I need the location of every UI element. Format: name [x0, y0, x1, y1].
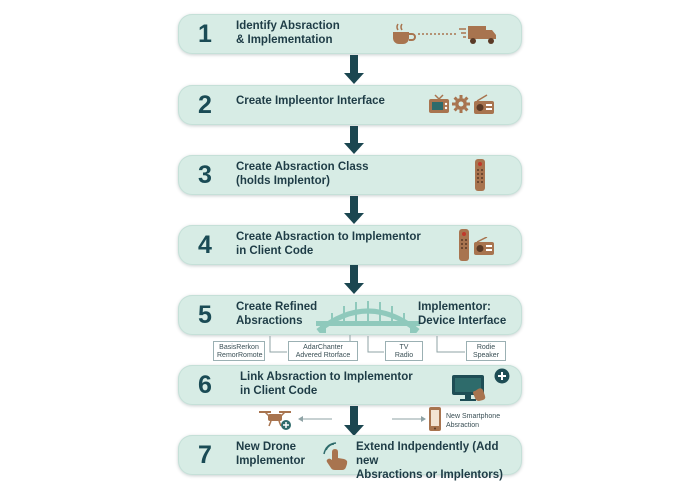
implementor-label: Implementor: Device Interface	[418, 301, 507, 327]
step-2: 2 Create Impleentor Interface	[178, 85, 522, 125]
step-1: 1 Identify Absraction & Implementation	[178, 14, 522, 54]
step-label: Create Impleentor Interface	[236, 95, 385, 107]
sub-box-speaker: Rodie Speaker	[466, 341, 506, 361]
step-number: 2	[198, 91, 212, 119]
step-7: 7 New Drone Implementor Extend Indpenden…	[178, 435, 522, 481]
step-label: Create Refined Absractions	[236, 301, 318, 327]
monitor-touch-icon	[452, 375, 486, 401]
radio-icon	[474, 94, 494, 114]
step-number: 3	[198, 161, 212, 189]
sub-box-tv-radio: TV Radio	[385, 341, 423, 361]
step-label: Create Absraction Class (holds Implentor…	[236, 161, 369, 187]
step-3: 3 Create Absraction Class (holds Implent…	[178, 155, 522, 195]
remote-control-icon	[475, 159, 485, 191]
step-label: Create Absraction to Implementor in Clie…	[236, 231, 421, 257]
down-arrow	[344, 55, 364, 85]
bridge-icon	[316, 301, 420, 333]
sub-box-abstractions: BasisRerkon RemorRomote	[213, 341, 265, 361]
sub-box-advanced: AdarChanter Advered Rtorface	[288, 341, 358, 361]
down-arrow	[344, 265, 364, 295]
remote-control-icon	[459, 229, 469, 261]
right-arrow-line	[392, 416, 426, 422]
gear-icon	[452, 95, 470, 113]
down-arrow	[344, 196, 364, 224]
radio-icon	[474, 237, 494, 255]
smartphone-annotation: New Smartphone Absraction	[446, 413, 501, 429]
extend-label: Extend Indpendently (Add new Absractions…	[356, 441, 503, 481]
down-arrow	[344, 126, 364, 154]
hand-touch-icon	[323, 442, 348, 470]
step-number: 4	[198, 231, 212, 259]
down-arrow	[344, 406, 364, 436]
left-arrow-line	[298, 416, 332, 422]
step-label: Link Absraction to Implementor in Client…	[240, 371, 413, 397]
step-label: New Drone Implementor	[236, 441, 306, 467]
step-number: 5	[198, 301, 212, 329]
drone-icon	[259, 411, 291, 430]
step-5: 5 Create Refined Absractions Implementor…	[178, 295, 522, 335]
step-6: 6 Link Absraction to Implementor in Clie…	[178, 365, 522, 405]
smartphone-icon	[429, 407, 441, 431]
delivery-truck-icon	[459, 26, 496, 44]
coffee-cup-icon	[393, 23, 416, 44]
plus-icon	[494, 368, 510, 384]
step-number: 1	[198, 20, 212, 48]
step-label: Identify Absraction & Implementation	[236, 20, 340, 46]
step-number: 6	[198, 371, 212, 399]
tv-icon	[429, 94, 449, 113]
step-4: 4 Create Absraction to Implementor in Cl…	[178, 225, 522, 265]
step-number: 7	[198, 441, 212, 469]
